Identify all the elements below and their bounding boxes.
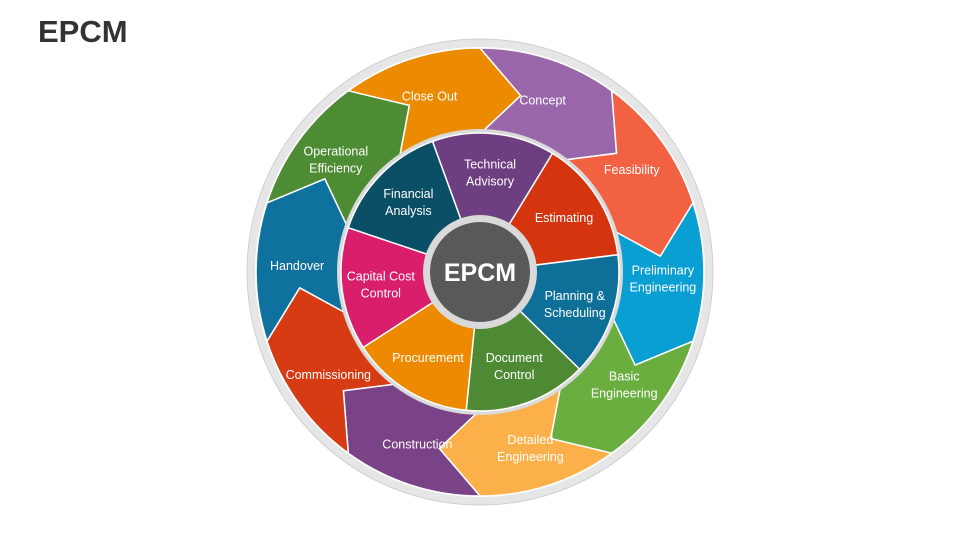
outer-label-feasibility: Feasibility [604,163,660,177]
outer-label-concept: Concept [519,94,566,108]
inner-label-procurement: Procurement [392,351,464,365]
outer-label-construction: Construction [382,438,452,452]
outer-label-commissioning: Commissioning [286,368,371,382]
page-title: EPCM [38,14,128,49]
hub [430,222,530,322]
outer-label-handover: Handover [270,259,324,273]
inner-label-planning-and-scheduling: Planning &Scheduling [544,289,606,320]
inner-label-estimating: Estimating [535,211,593,225]
outer-label-close-out: Close Out [402,90,458,104]
hub-label: EPCM [444,259,516,287]
